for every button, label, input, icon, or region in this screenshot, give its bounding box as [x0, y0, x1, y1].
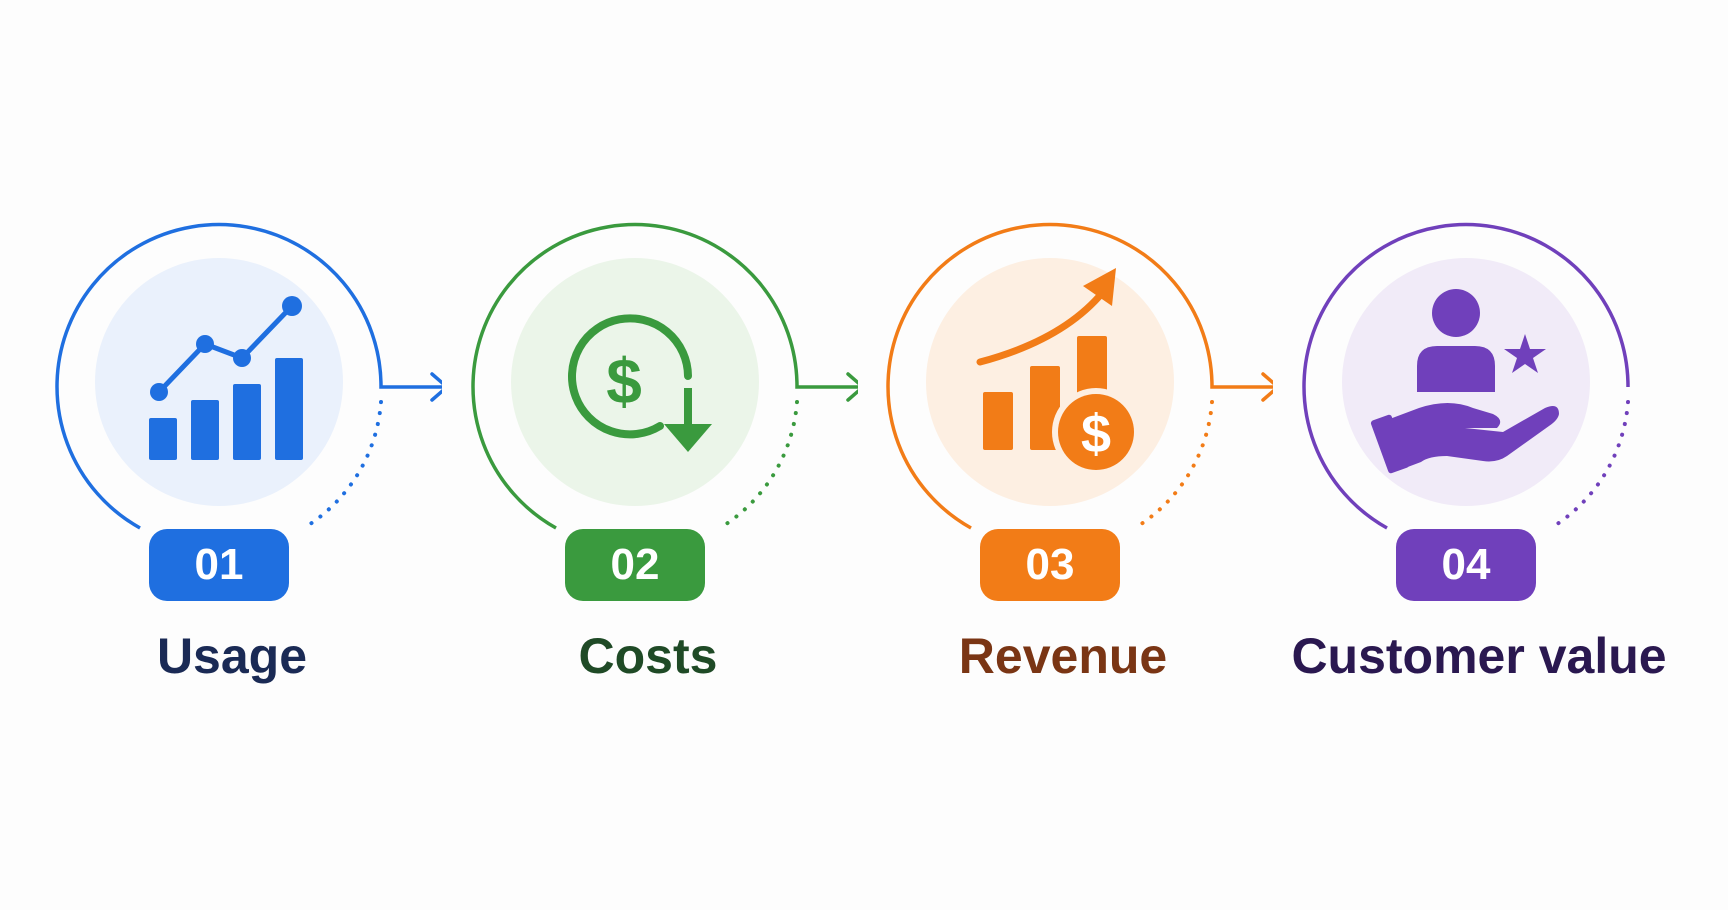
- step-label: Revenue: [958, 628, 1168, 684]
- arrow-head: [846, 372, 858, 402]
- revenue-growth-icon: $: [976, 268, 1140, 476]
- ring-dotted-arc: [302, 400, 383, 530]
- ring-arc: [886, 222, 1273, 530]
- step-usage: 01 Usage: [22, 0, 442, 910]
- step-number-badge: 03: [980, 529, 1120, 601]
- step-costs: $ 02 Costs: [438, 0, 858, 910]
- step-ring: $: [886, 222, 1273, 530]
- step-label: Customer value: [1291, 628, 1667, 684]
- ring-arc: [1302, 222, 1630, 530]
- step-number-badge: 01: [149, 529, 289, 601]
- arrow-head: [430, 372, 442, 402]
- ring-dotted-arc: [1133, 400, 1214, 530]
- arrow-head: [1261, 372, 1273, 402]
- icon-background: [95, 258, 343, 506]
- ring-dotted-arc: [1549, 400, 1630, 530]
- step-customer-value: 04 Customer value: [1269, 0, 1689, 910]
- step-ring: [55, 222, 442, 530]
- step-label: Usage: [156, 628, 308, 684]
- step-ring: $: [471, 222, 858, 530]
- bar-chart-trend-icon: [149, 296, 303, 460]
- customer-value-icon: [1370, 289, 1559, 474]
- dollar-down-icon: $: [568, 314, 712, 452]
- ring-arc: [471, 222, 858, 530]
- step-revenue: $ 03 Revenue: [853, 0, 1273, 910]
- step-label: Costs: [578, 628, 718, 684]
- ring-dotted-arc: [718, 400, 799, 530]
- svg-text:$: $: [1081, 404, 1111, 464]
- step-number-badge: 04: [1396, 529, 1536, 601]
- ring-arc: [55, 222, 442, 530]
- svg-text:$: $: [606, 345, 642, 417]
- icon-background: [511, 258, 759, 506]
- step-ring: [1302, 222, 1630, 530]
- step-number-badge: 02: [565, 529, 705, 601]
